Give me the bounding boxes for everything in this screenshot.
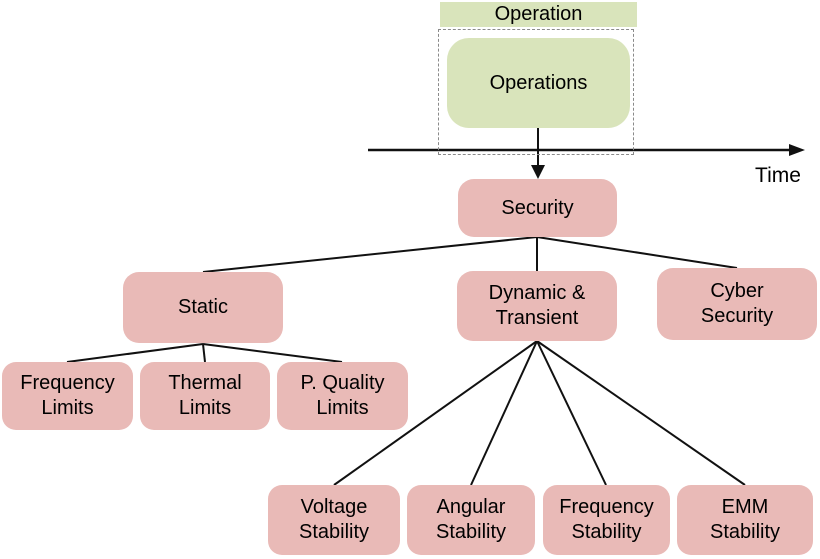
- node-pquality-limits: P. Quality Limits: [277, 362, 408, 430]
- node-angular-stability: Angular Stability: [407, 485, 535, 555]
- time-axis-arrowhead-icon: [789, 144, 805, 156]
- node-voltage-stability: Voltage Stability: [268, 485, 400, 555]
- edge-dynamic-frequency: [536, 340, 607, 486]
- edge-dynamic-emm: [536, 340, 746, 486]
- node-cyber-security: Cyber Security: [657, 268, 817, 340]
- operation-header-label: Operation: [440, 2, 637, 27]
- edge-static-pquality-limits: [202, 343, 343, 363]
- node-emm-stability: EMM Stability: [677, 485, 813, 555]
- edge-static-thermal-limits: [202, 343, 206, 363]
- operations-box: Operations: [447, 38, 630, 128]
- node-frequency-stability: Frequency Stability: [543, 485, 670, 555]
- edge-security-static: [202, 236, 538, 273]
- node-dynamic-transient: Dynamic & Transient: [457, 271, 617, 341]
- down-arrowhead-icon: [531, 165, 545, 179]
- edge-dynamic-angular: [470, 340, 538, 486]
- edge-static-frequency-limits: [66, 343, 204, 363]
- node-security: Security: [458, 179, 617, 237]
- node-frequency-limits: Frequency Limits: [2, 362, 133, 430]
- dashed-frame: [438, 29, 634, 155]
- node-thermal-limits: Thermal Limits: [140, 362, 270, 430]
- edge-security-cyber: [536, 236, 738, 269]
- node-static: Static: [123, 272, 283, 343]
- time-axis-label: Time: [755, 164, 801, 187]
